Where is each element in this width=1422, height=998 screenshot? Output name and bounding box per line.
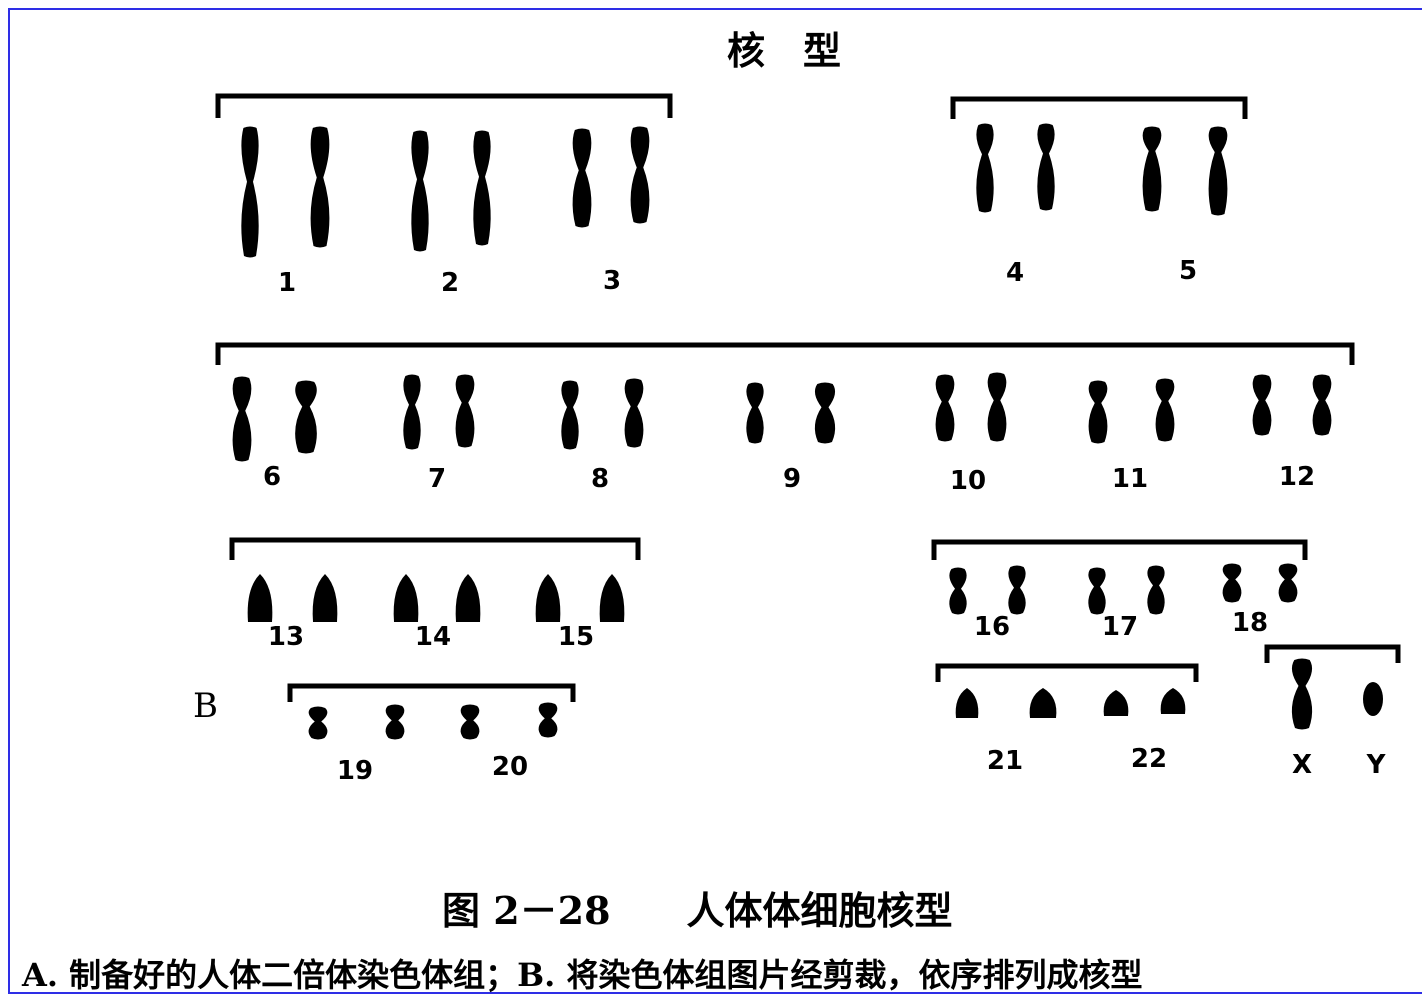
chromosome-9 xyxy=(1142,126,1162,212)
chromosome-6 xyxy=(630,126,650,224)
chromosome-44 xyxy=(1160,688,1186,714)
chromosome-label: 9 xyxy=(782,464,802,494)
chromosome-label: 3 xyxy=(602,266,622,296)
chromosome-26 xyxy=(312,574,338,622)
chromosome-31 xyxy=(949,567,967,615)
chromosome-38 xyxy=(385,704,405,740)
chromosome-43 xyxy=(1103,690,1129,716)
chromosome-24 xyxy=(1312,374,1332,436)
chromosome-28 xyxy=(455,574,481,622)
chromosome-label: Y xyxy=(1366,750,1386,780)
chromosome-33 xyxy=(1088,567,1106,615)
chromosome-18 xyxy=(814,382,836,444)
chromosome-13 xyxy=(403,374,421,450)
chromosome-label: 5 xyxy=(1178,256,1198,286)
chromosome-35 xyxy=(1222,563,1242,603)
chromosome-label: 10 xyxy=(949,466,987,496)
chromosome-22 xyxy=(1155,378,1175,442)
chromosome-34 xyxy=(1147,565,1165,615)
chromosome-label: 13 xyxy=(267,622,305,652)
chromosome-label: 20 xyxy=(491,752,529,782)
chromosome-label: 1 xyxy=(277,268,297,298)
chromosome-8 xyxy=(1037,123,1055,211)
chromosome-1 xyxy=(241,126,259,258)
chromosome-10 xyxy=(1208,126,1228,216)
chromosome-label: 8 xyxy=(590,464,610,494)
group-bracket-8 xyxy=(1264,644,1401,663)
chromosome-11 xyxy=(232,376,252,462)
chromosome-label: X xyxy=(1291,750,1313,780)
chromosome-21 xyxy=(1088,380,1108,444)
chromosome-37 xyxy=(308,706,328,740)
group-bracket-6 xyxy=(287,683,576,702)
chromosome-23 xyxy=(1252,374,1272,436)
chromosome-36 xyxy=(1278,563,1298,603)
chromosome-40 xyxy=(538,702,558,738)
chromosome-4 xyxy=(473,130,491,246)
chromosome-label: 14 xyxy=(414,622,452,652)
chromosome-20 xyxy=(987,372,1007,442)
chromosome-label: 2 xyxy=(440,268,460,298)
chromosome-19 xyxy=(935,374,955,442)
group-bracket-3 xyxy=(215,342,1355,365)
chromosome-label: 21 xyxy=(986,746,1024,776)
chromosome-label: 12 xyxy=(1278,462,1316,492)
figure-border xyxy=(8,8,1422,994)
chromosome-7 xyxy=(976,123,994,213)
chromosome-label: 19 xyxy=(336,756,374,786)
chromosome-45 xyxy=(1291,658,1313,730)
chromosome-label: 17 xyxy=(1101,612,1139,642)
chromosome-42 xyxy=(1029,688,1057,718)
chromosome-2 xyxy=(310,126,330,248)
chromosome-3 xyxy=(411,130,429,252)
chromosome-25 xyxy=(247,574,273,622)
chromosome-label: 18 xyxy=(1231,608,1269,638)
chromosome-label: 11 xyxy=(1111,464,1149,494)
group-bracket-7 xyxy=(935,663,1199,682)
figure-heading: 核 型 xyxy=(727,28,842,73)
chromosome-15 xyxy=(561,380,579,450)
group-bracket-5 xyxy=(931,539,1308,560)
chromosome-label: 4 xyxy=(1005,258,1025,288)
group-bracket-4 xyxy=(229,537,641,560)
chromosome-label: 7 xyxy=(427,464,447,494)
chromosome-27 xyxy=(393,574,419,622)
chromosome-label: 16 xyxy=(973,612,1011,642)
panel-label-b: B xyxy=(193,686,218,726)
chromosome-30 xyxy=(599,574,625,622)
chromosome-label: 22 xyxy=(1130,744,1168,774)
chromosome-46 xyxy=(1363,682,1383,716)
chromosome-5 xyxy=(572,128,592,228)
chromosome-29 xyxy=(535,574,561,622)
group-bracket-1 xyxy=(215,93,673,118)
chromosome-12 xyxy=(295,380,317,454)
chromosome-16 xyxy=(624,378,644,448)
chromosome-41 xyxy=(955,688,979,718)
chromosome-39 xyxy=(460,704,480,740)
figure-description: A. 制备好的人体二倍体染色体组；B. 将染色体组图片经剪裁，依序排列成核型 xyxy=(22,956,1143,994)
group-bracket-2 xyxy=(950,96,1248,119)
figure-caption: 图 2－28 人体体细胞核型 xyxy=(442,888,953,933)
chromosome-label: 15 xyxy=(557,622,595,652)
chromosome-17 xyxy=(746,382,764,444)
chromosome-32 xyxy=(1008,565,1026,615)
chromosome-14 xyxy=(455,374,475,448)
chromosome-label: 6 xyxy=(262,462,282,492)
